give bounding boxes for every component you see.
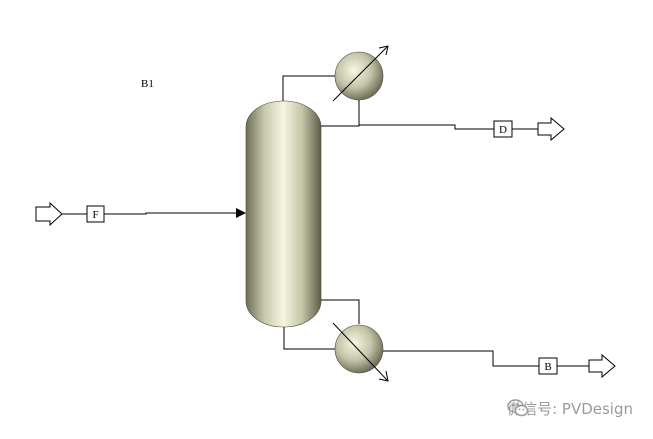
bottoms-stream-label: B — [544, 361, 551, 373]
feed-stream-label: F — [92, 209, 98, 221]
block-label: B1 — [141, 78, 154, 90]
reboiler-return-line — [283, 327, 335, 350]
reboiler[interactable] — [332, 322, 389, 382]
bottoms-outlet-arrow-icon — [588, 353, 616, 379]
feed-inlet-arrow-icon — [35, 201, 63, 227]
wechat-icon — [507, 399, 529, 417]
reflux-line — [321, 100, 360, 127]
feed-arrowhead-icon — [236, 208, 246, 218]
condenser-heat-duty-icon — [332, 46, 388, 102]
bottoms-stream[interactable]: B — [383, 350, 616, 379]
condenser-vessel — [334, 51, 384, 101]
reboiler-vessel — [334, 324, 384, 374]
distillate-outlet-arrow-icon — [537, 116, 565, 142]
condenser[interactable] — [332, 45, 389, 102]
distillate-stream[interactable]: D — [359, 116, 565, 142]
overhead-vapor-line — [282, 75, 335, 101]
feed-stream[interactable]: F — [35, 201, 246, 227]
distillate-stream-label: D — [499, 124, 507, 136]
reboiler-heat-duty-icon — [332, 322, 388, 381]
watermark-text: 微信号: PVDesign — [507, 400, 633, 418]
watermark: 微信号: PVDesign — [507, 398, 633, 419]
distillation-column[interactable] — [245, 100, 322, 328]
bottoms-line — [321, 299, 360, 324]
